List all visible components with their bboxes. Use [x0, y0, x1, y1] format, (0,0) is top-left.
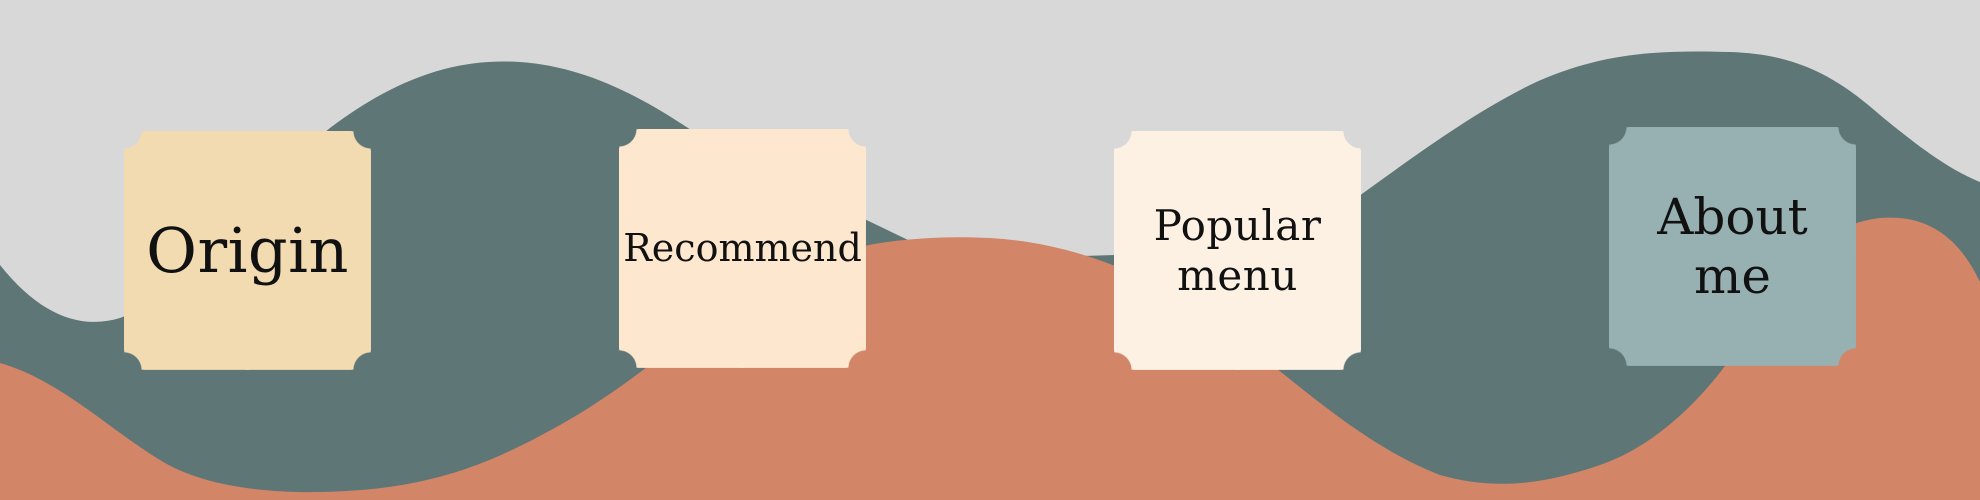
- popular-menu-label: Popular menu: [1153, 200, 1322, 300]
- about-me-label: About me: [1657, 187, 1808, 305]
- terracotta-wave: [0, 217, 1980, 500]
- about-me-button[interactable]: About me: [1609, 127, 1856, 366]
- origin-button[interactable]: Origin: [124, 131, 371, 370]
- recommend-button[interactable]: Recommend: [619, 129, 866, 368]
- recommend-label: Recommend: [623, 226, 862, 271]
- origin-label: Origin: [146, 213, 349, 287]
- popular-menu-button[interactable]: Popular menu: [1114, 131, 1361, 370]
